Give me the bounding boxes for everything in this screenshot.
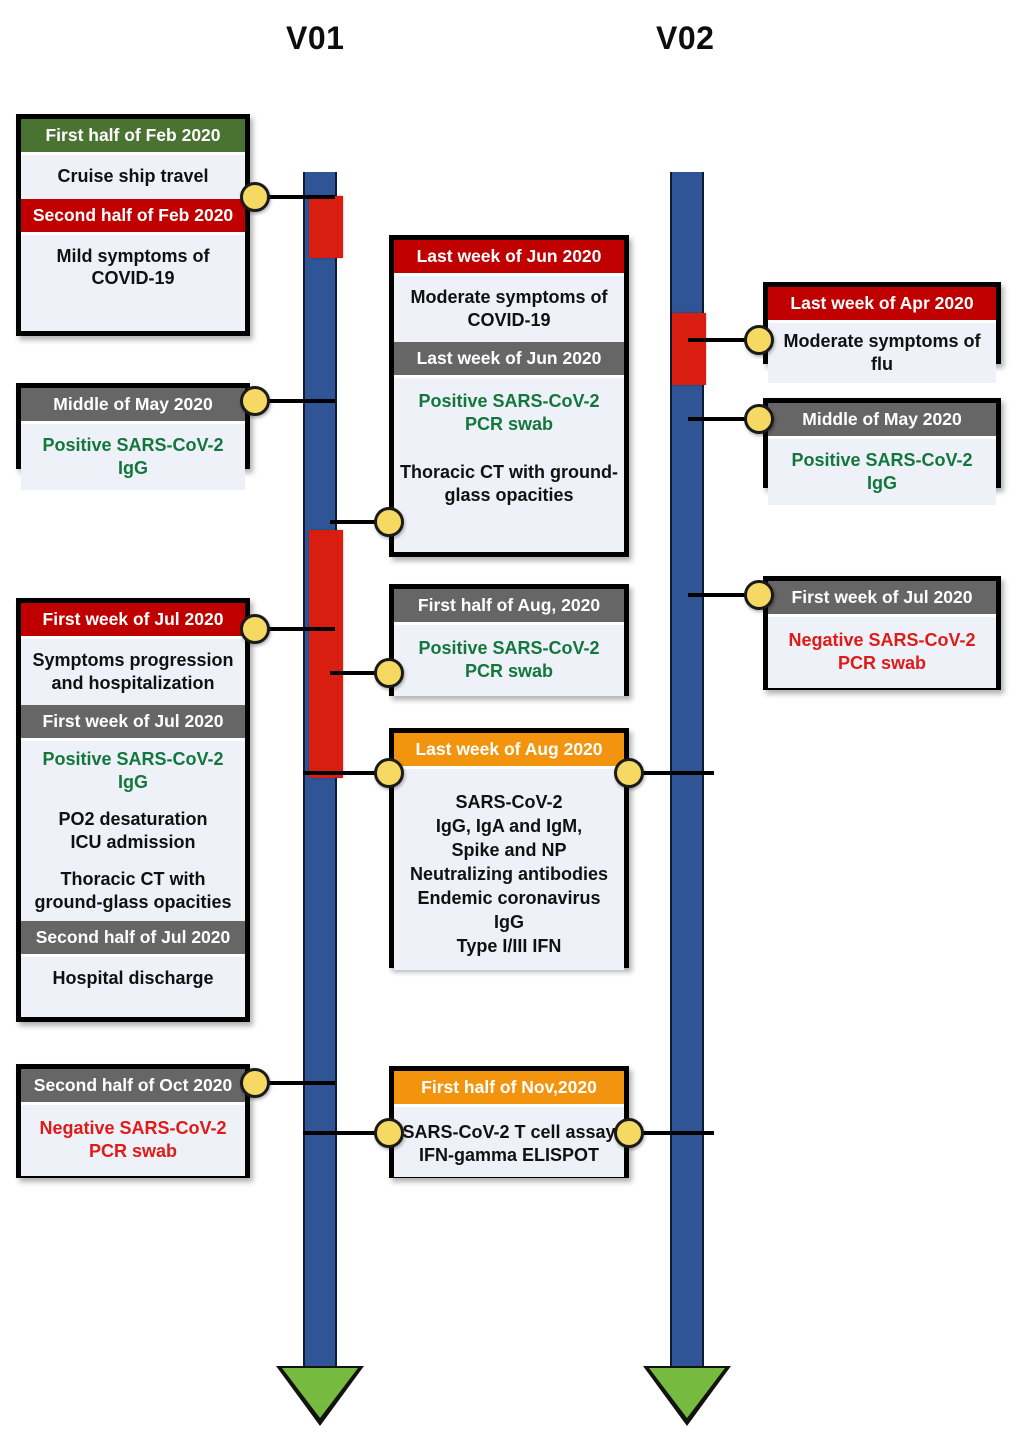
connector-dot-aug2-v02[interactable] <box>614 758 644 788</box>
card-header-last-week-aug-2020: Last week of Aug 2020 <box>394 733 624 767</box>
card-header-first-week-jul-2020-lab: First week of Jul 2020 <box>21 705 245 739</box>
card-body-thoracic-ct-jul: Thoracic CT with ground-glass opacities <box>21 861 245 922</box>
connector-dot-jun-v01[interactable] <box>374 507 404 537</box>
card-body-positive-igg-may: Positive SARS-CoV-2 IgG <box>21 424 245 491</box>
left-card-feb-2020: First half of Feb 2020 Cruise ship trave… <box>16 114 250 336</box>
card-body-moderate-symptoms-covid19: Moderate symptoms of COVID-19 <box>394 276 624 343</box>
card-header-first-week-jul-2020-v02: First week of Jul 2020 <box>768 581 996 615</box>
timeline-v02-red-segment-apr <box>672 313 706 385</box>
card-header-first-half-nov-2020: First half of Nov,2020 <box>394 1071 624 1105</box>
card-header-last-week-apr-2020: Last week of Apr 2020 <box>768 287 996 321</box>
axis-label-v01: V01 <box>286 20 345 56</box>
connector-line-aug2-v02 <box>614 771 714 775</box>
timeline-v01-red-segment-jun-jul <box>309 530 343 778</box>
left-card-oct-2020: Second half of Oct 2020 Negative SARS-Co… <box>16 1064 250 1178</box>
connector-line-jun-v01 <box>330 520 400 524</box>
middle-card-aug-last-week: Last week of Aug 2020 SARS-CoV-2 IgG, Ig… <box>389 728 629 970</box>
connector-dot-aug1-v01[interactable] <box>374 658 404 688</box>
connector-line-jul-v01 <box>255 627 335 631</box>
connector-dot-jul-v02[interactable] <box>744 580 774 610</box>
card-header-last-week-jun-2020-lab: Last week of Jun 2020 <box>394 342 624 376</box>
card-body-symptoms-progression: Symptoms progression and hospitalization <box>21 639 245 706</box>
left-card-jul-2020: First week of Jul 2020 Symptoms progress… <box>16 598 250 1022</box>
middle-card-jun-2020: Last week of Jun 2020 Moderate symptoms … <box>389 235 629 557</box>
connector-line-aug2-v01 <box>303 771 403 775</box>
connector-dot-nov-v01[interactable] <box>374 1118 404 1148</box>
card-header-first-half-aug-2020: First half of Aug, 2020 <box>394 589 624 623</box>
connector-dot-may-v02[interactable] <box>744 404 774 434</box>
connector-line-apr-v02 <box>688 338 778 342</box>
right-card-jul-2020: First week of Jul 2020 Negative SARS-CoV… <box>763 576 1001 690</box>
connector-dot-nov-v02[interactable] <box>614 1118 644 1148</box>
card-body-negative-pcr-jul-v02: Negative SARS-CoV-2 PCR swab <box>768 617 996 689</box>
card-header-second-half-jul-2020: Second half of Jul 2020 <box>21 921 245 955</box>
card-header-middle-may-2020-v02: Middle of May 2020 <box>768 403 996 437</box>
axis-label-v02: V02 <box>656 20 715 56</box>
connector-line-jul-v02 <box>688 593 778 597</box>
card-body-mild-symptoms-covid19: Mild symptoms of COVID-19 <box>21 234 245 301</box>
connector-line-oct-v01 <box>255 1081 335 1085</box>
card-body-positive-igg-may-v02: Positive SARS-CoV-2 IgG <box>768 439 996 506</box>
card-header-first-half-feb-2020: First half of Feb 2020 <box>21 119 245 153</box>
connector-dot-apr-v02[interactable] <box>744 325 774 355</box>
right-card-may-2020: Middle of May 2020 Positive SARS-CoV-2 I… <box>763 398 1001 506</box>
connector-line-may-v02 <box>688 417 778 421</box>
right-card-apr-2020: Last week of Apr 2020 Moderate symptoms … <box>763 282 1001 384</box>
connector-dot-aug2-v01[interactable] <box>374 758 404 788</box>
card-header-middle-may-2020: Middle of May 2020 <box>21 388 245 422</box>
card-body-positive-igg-jul: Positive SARS-CoV-2 IgG <box>21 741 245 802</box>
card-body-serology-panel: SARS-CoV-2 IgG, IgA and IgM, Spike and N… <box>394 769 624 970</box>
connector-dot-feb-v01[interactable] <box>240 182 270 212</box>
connector-line-may-v01 <box>255 399 335 403</box>
card-body-hospital-discharge: Hospital discharge <box>21 957 245 1001</box>
card-header-second-half-oct-2020: Second half of Oct 2020 <box>21 1069 245 1103</box>
card-body-negative-pcr-oct: Negative SARS-CoV-2 PCR swab <box>21 1105 245 1177</box>
card-body-positive-pcr-aug: Positive SARS-CoV-2 PCR swab <box>394 625 624 697</box>
connector-line-feb-v01 <box>255 195 335 199</box>
card-header-second-half-feb-2020: Second half of Feb 2020 <box>21 198 245 232</box>
card-body-po2-icu: PO2 desaturation ICU admission <box>21 801 245 862</box>
card-body-positive-pcr-jun: Positive SARS-CoV-2 PCR swab <box>394 378 624 450</box>
middle-card-nov-2020: First half of Nov,2020 SARS-CoV-2 T cell… <box>389 1066 629 1178</box>
middle-card-aug-first-half: First half of Aug, 2020 Positive SARS-Co… <box>389 584 629 697</box>
card-body-t-cell-assay: SARS-CoV-2 T cell assay IFN-gamma ELISPO… <box>394 1107 624 1178</box>
card-body-thoracic-ct-jun: Thoracic CT with ground-glass opacities <box>394 449 624 521</box>
timeline-v01-red-segment-feb <box>309 196 343 258</box>
connector-line-aug1-v01 <box>330 671 400 675</box>
connector-dot-oct-v01[interactable] <box>240 1068 270 1098</box>
connector-line-nov-v02 <box>614 1131 714 1135</box>
connector-dot-may-v01[interactable] <box>240 386 270 416</box>
card-body-cruise-ship-travel: Cruise ship travel <box>21 155 245 199</box>
card-header-first-week-jul-2020: First week of Jul 2020 <box>21 603 245 637</box>
card-body-moderate-symptoms-flu: Moderate symptoms of flu <box>768 323 996 384</box>
left-card-may-2020: Middle of May 2020 Positive SARS-CoV-2 I… <box>16 383 250 491</box>
card-header-last-week-jun-2020: Last week of Jun 2020 <box>394 240 624 274</box>
connector-dot-jul-v01[interactable] <box>240 614 270 644</box>
connector-line-nov-v01 <box>303 1131 403 1135</box>
